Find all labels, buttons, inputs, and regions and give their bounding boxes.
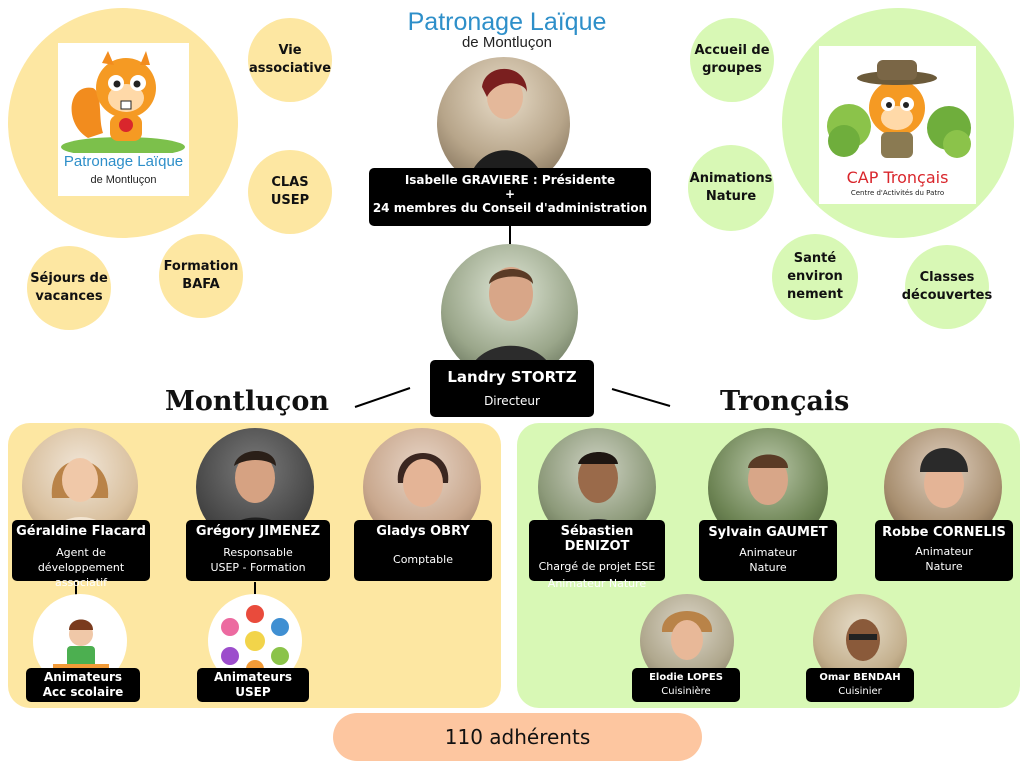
gladys-role: Comptable: [393, 553, 453, 566]
sylvain-box: Sylvain GAUMET Animateur Nature: [699, 520, 837, 581]
members-count: 110 adhérents: [444, 725, 591, 749]
omar-name: Omar BENDAH: [819, 672, 901, 683]
geraldine-name: Géraldine Flacard: [16, 524, 146, 539]
robbe-box: Robbe CORNELIS Animateur Nature: [875, 520, 1013, 581]
activity-animations-nature: Animations Nature: [688, 145, 774, 231]
director-role: Directeur: [484, 394, 540, 408]
gregory-role: Responsable USEP - Formation: [210, 546, 306, 574]
ranger-squirrel-icon: [827, 60, 971, 158]
elodie-box: Elodie LOPES Cuisinière: [632, 668, 740, 702]
activity-sejours-vacances: Séjours de vacances: [27, 246, 111, 330]
geraldine-role: Agent de développement associatif: [37, 546, 125, 589]
sebastien-role: Chargé de projet ESE Animateur Nature: [538, 560, 656, 590]
gladys-box: Gladys OBRY Comptable: [354, 520, 492, 581]
sebastien-box: Sébastien DENIZOT Chargé de projet ESE A…: [529, 520, 665, 590]
activity-formation-bafa: Formation BAFA: [159, 234, 243, 318]
elodie-name: Elodie LOPES: [649, 672, 723, 683]
branch-title-montlucon: Montluçon: [165, 386, 329, 417]
cap-troncais-logo-line1: CAP Tronçais: [846, 168, 949, 187]
team-usep-box: Animateurs USEP: [197, 668, 309, 702]
connector-president-director: [509, 226, 511, 246]
connector-right-branch: [611, 388, 671, 407]
president-line1: Isabelle GRAVIERE : Présidente: [404, 173, 616, 187]
members-pill: 110 adhérents: [333, 713, 702, 761]
header-logo-title: Patronage Laïque: [407, 8, 607, 36]
squirrel-mascot-icon: [61, 51, 185, 153]
president-box: Isabelle GRAVIERE : Présidente + 24 memb…: [369, 168, 651, 226]
activity-vie-associative: Vie associative: [248, 18, 332, 102]
branch-title-troncais: Tronçais: [720, 386, 850, 417]
team-usep-label: Animateurs USEP: [213, 670, 293, 699]
omar-role: Cuisinier: [838, 686, 882, 697]
robbe-name: Robbe CORNELIS: [882, 525, 1006, 540]
director-box: Landry STORTZ Directeur: [430, 360, 594, 417]
omar-box: Omar BENDAH Cuisinier: [806, 668, 914, 702]
cap-troncais-logo-card: CAP Tronçais Centre d'Activités du Patro: [819, 46, 976, 204]
team-acc-scolaire-box: Animateurs Acc scolaire: [26, 668, 140, 702]
elodie-role: Cuisinière: [661, 686, 711, 697]
connector-left-branch: [354, 387, 411, 408]
activity-classes-decouvertes: Classes découvertes: [902, 245, 992, 329]
header-logo-subtitle: de Montluçon: [461, 34, 553, 51]
patronage-logo-line2: de Montluçon: [90, 174, 157, 186]
patronage-logo-card: Patronage Laïque de Montluçon: [58, 43, 189, 196]
president-line3: 24 membres du Conseil d'administration: [372, 201, 648, 215]
gladys-name: Gladys OBRY: [376, 524, 470, 539]
director-name: Landry STORTZ: [447, 368, 577, 386]
activity-sante-environnement: Santé environ nement: [772, 234, 858, 320]
president-plus: +: [504, 187, 516, 201]
activity-clas-usep: CLAS USEP: [248, 150, 332, 234]
geraldine-box: Géraldine Flacard Agent de développement…: [12, 520, 150, 589]
sebastien-name: Sébastien DENIZOT: [560, 524, 634, 554]
gregory-box: Grégory JIMENEZ Responsable USEP - Forma…: [186, 520, 330, 581]
robbe-role: Animateur Nature: [915, 545, 973, 573]
activity-accueil-groupes: Accueil de groupes: [690, 18, 774, 102]
patronage-logo-line1: Patronage Laïque: [63, 153, 184, 170]
cap-troncais-logo-line2: Centre d'Activités du Patro: [850, 189, 945, 197]
gregory-name: Grégory JIMENEZ: [195, 524, 321, 539]
sylvain-role: Animateur Nature: [739, 546, 797, 574]
sylvain-name: Sylvain GAUMET: [708, 525, 828, 540]
team-acc-scolaire-label: Animateurs Acc scolaire: [42, 670, 124, 699]
